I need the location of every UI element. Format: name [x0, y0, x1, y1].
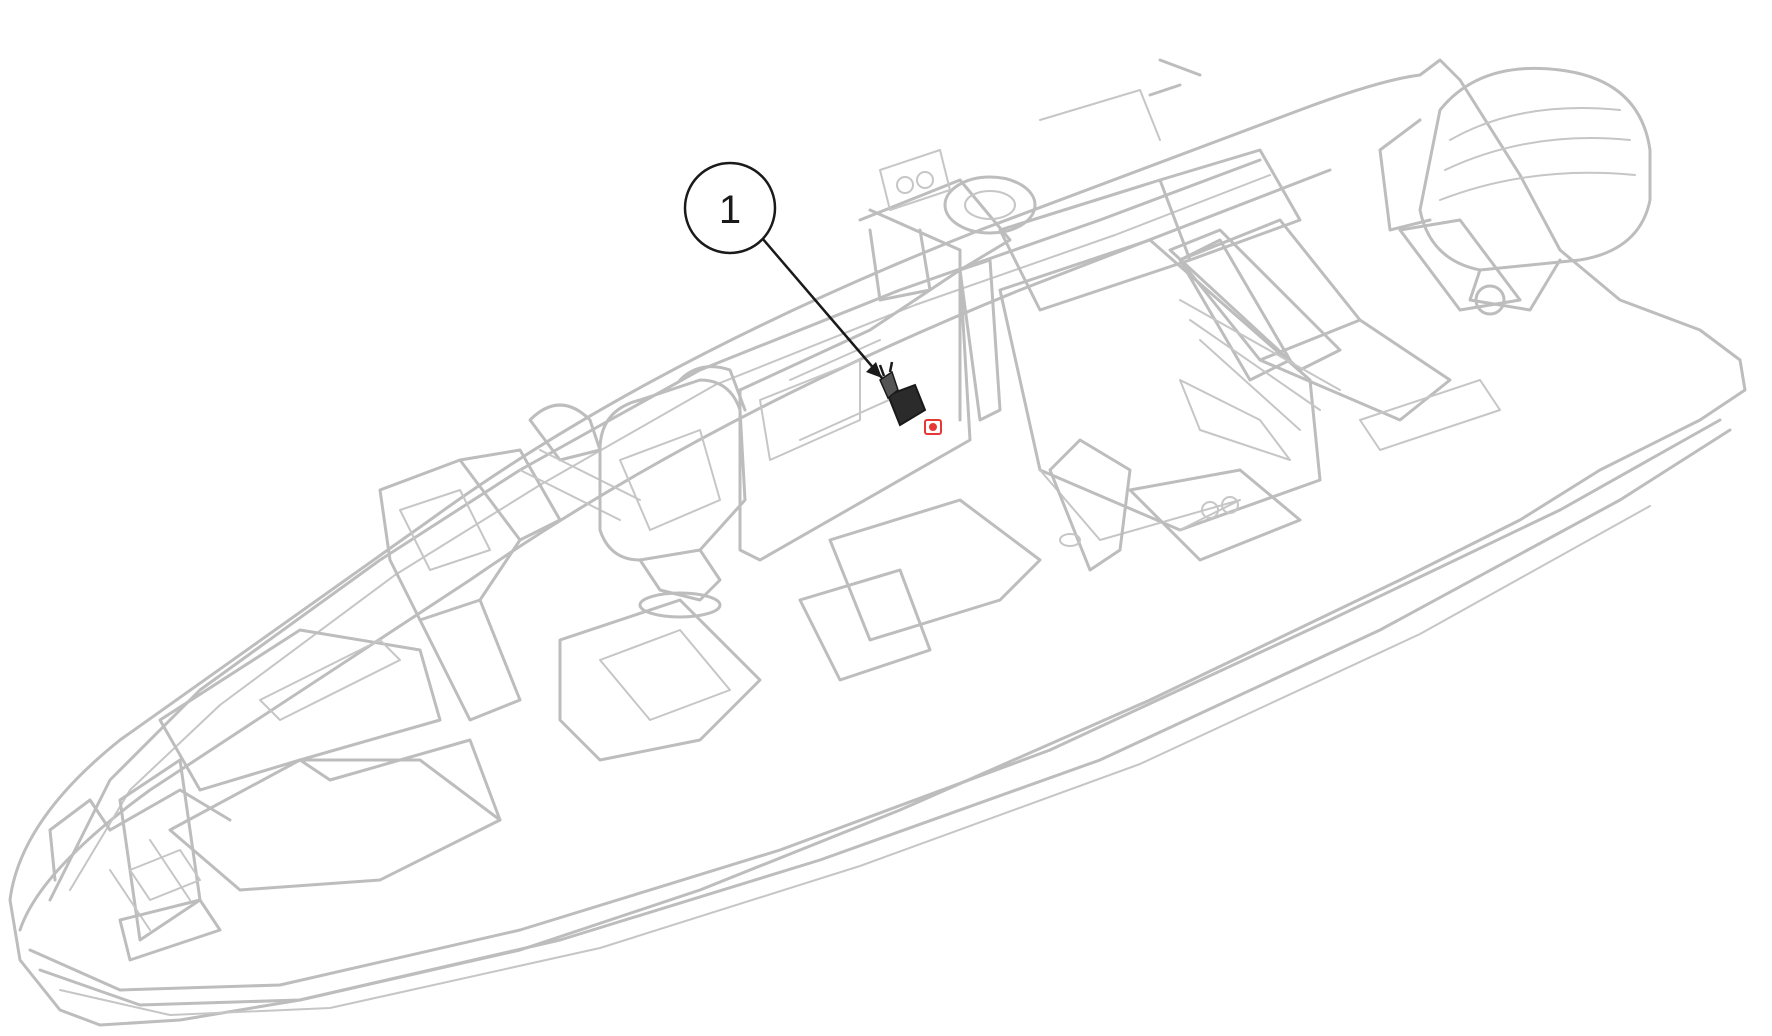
- port-console: [378, 403, 641, 722]
- aft-deck: [1168, 218, 1522, 461]
- callout-arrowhead-icon: [866, 362, 882, 378]
- callout-1: 1: [683, 161, 883, 379]
- callout-circle: [683, 161, 777, 255]
- bow-rail: [48, 788, 232, 901]
- callout-label: 1: [719, 188, 741, 232]
- outboard-engine: [1378, 66, 1652, 316]
- helm-console: [738, 149, 1037, 562]
- fuel-filter-icon: [878, 361, 927, 427]
- hull: [8, 58, 1747, 1027]
- red-indicator-icon: [924, 419, 942, 435]
- cockpit: [558, 238, 1322, 762]
- highlighted-component: [878, 361, 942, 435]
- bow-area: [109, 628, 502, 962]
- helm-seat: [598, 365, 747, 619]
